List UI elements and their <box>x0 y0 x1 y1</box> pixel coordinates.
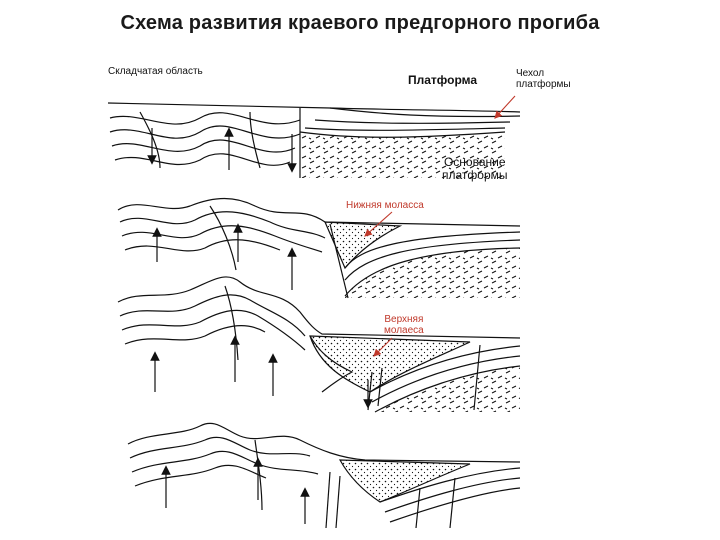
lower-molasse-leader <box>364 211 393 237</box>
platform-cover-label-line1: Чехол <box>516 68 545 79</box>
upper-molasse-label-line1: Верхняя <box>384 314 424 325</box>
stage-3 <box>117 276 521 413</box>
stage-4-molasse <box>338 459 471 503</box>
folded-area-label: Складчатая область <box>108 66 203 77</box>
upper-molasse-label-line2: молаеса <box>384 325 424 336</box>
lower-molasse-label: Нижняя моласса <box>346 200 424 211</box>
stage-2 <box>117 197 521 299</box>
stage-3-surface <box>117 276 521 339</box>
platform-cover-label-line2: платформы <box>516 79 571 90</box>
stage-1 <box>107 102 521 178</box>
stage-2-surface <box>117 197 521 227</box>
stage-1-surface <box>107 102 521 113</box>
stage-4 <box>127 422 521 529</box>
platform-label: Платформа <box>408 73 478 87</box>
stage-2-basement <box>345 248 520 298</box>
platform-base-label-line1: Основание <box>443 155 506 169</box>
stage-4-surface <box>127 422 521 463</box>
stage-3-basement <box>375 366 520 412</box>
upper-molasse-leader <box>373 337 393 357</box>
platform-base-label-line2: платформы <box>442 168 508 182</box>
platform-base-label: Основание платформы <box>442 156 508 182</box>
cover-leader <box>494 95 516 119</box>
upper-molasse-label: Верхняя молаеса <box>384 314 424 336</box>
page-title: Схема развития краевого предгорного прог… <box>120 12 600 34</box>
platform-cover-label: Чехол платформы <box>516 68 571 90</box>
stage-1-basement <box>300 132 505 178</box>
leader-lines <box>364 95 516 357</box>
